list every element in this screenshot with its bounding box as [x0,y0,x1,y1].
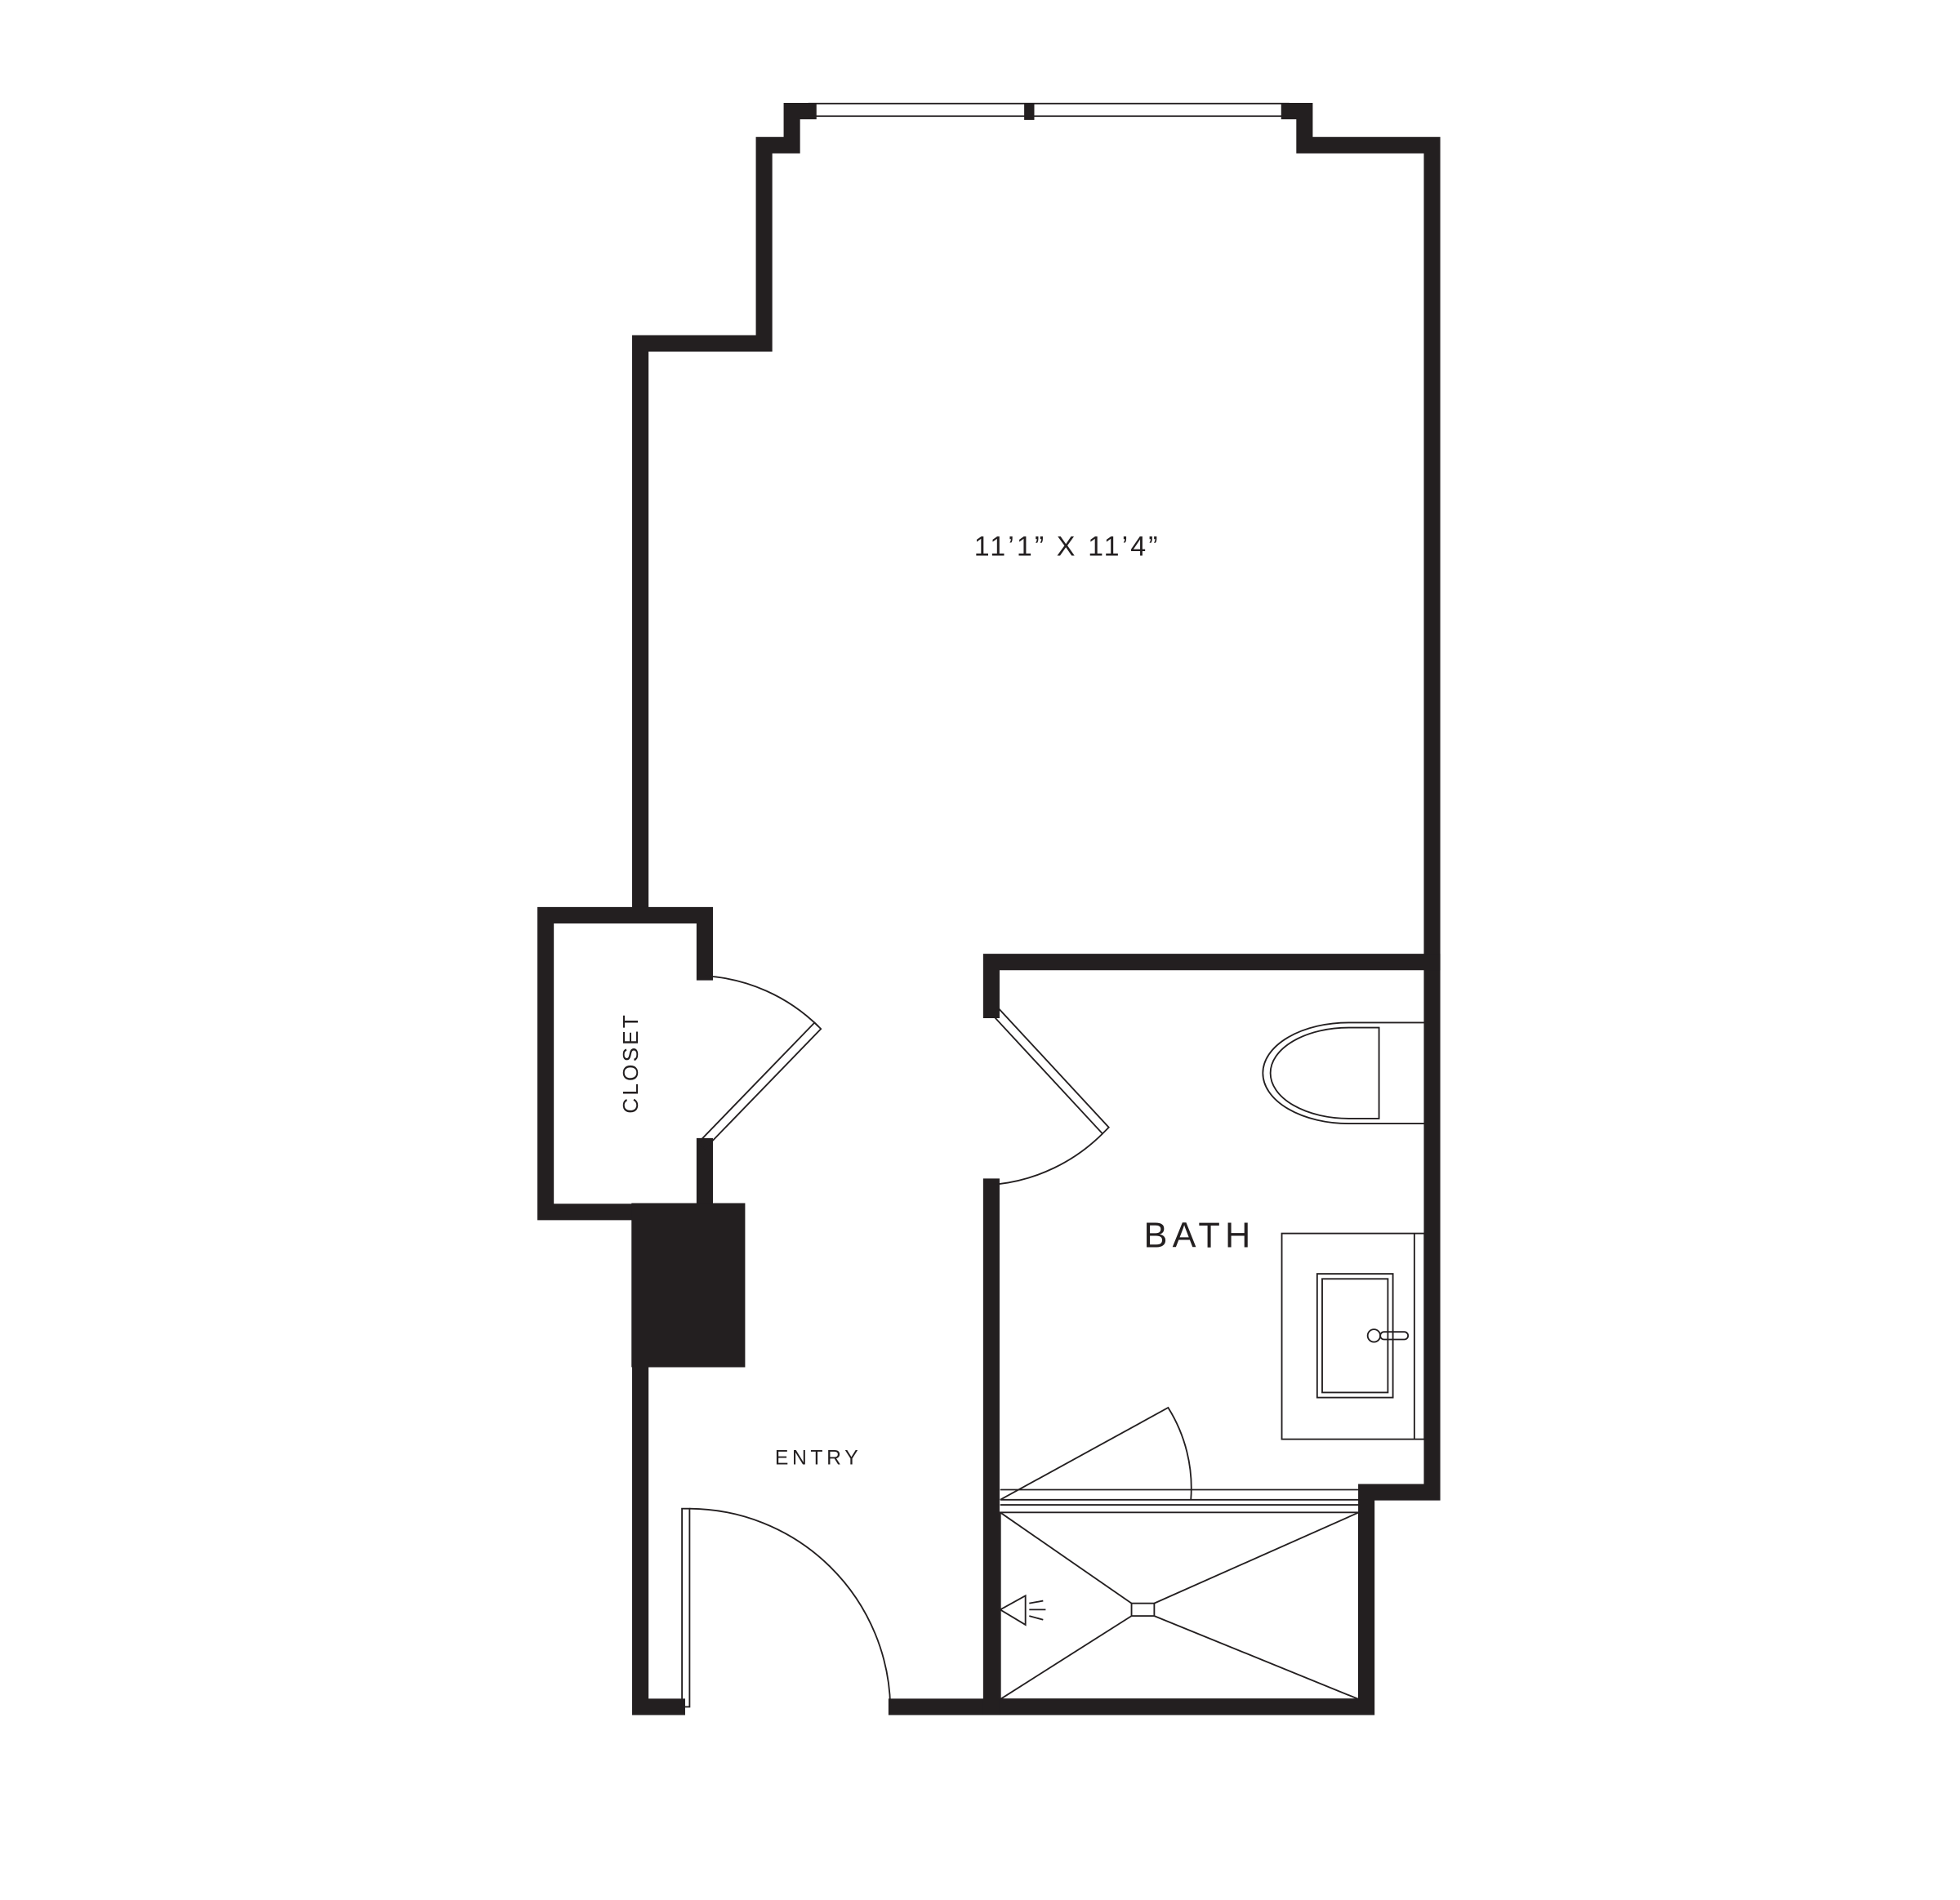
main-outer-wall [632,103,817,924]
column-block [631,1203,746,1368]
entry-label: ENTRY [775,1448,862,1470]
window-mullion [1024,103,1035,120]
closet-door[interactable] [697,975,822,1150]
shower-head-icon [998,1594,1046,1626]
drain-icon [1130,1602,1156,1617]
vanity [1281,1232,1426,1440]
window [808,102,1290,118]
toilet [1262,1021,1425,1125]
bath-label: BATH [1144,1217,1256,1256]
closet-label: CLOSET [618,1012,643,1114]
main-room-dimensions: 11’1” X 11’4” [974,531,1160,562]
bath-top-wall [982,954,1441,1018]
walls [537,103,1441,1715]
sink [1316,1273,1394,1399]
shower [998,1406,1360,1701]
entry-door[interactable] [681,1507,892,1708]
entry-left-wall [632,1359,685,1715]
main-outer-wall-right [888,103,1441,1715]
faucet-icon [1366,1328,1382,1343]
closet-wall [537,906,713,1221]
bath-door[interactable] [990,1006,1110,1186]
